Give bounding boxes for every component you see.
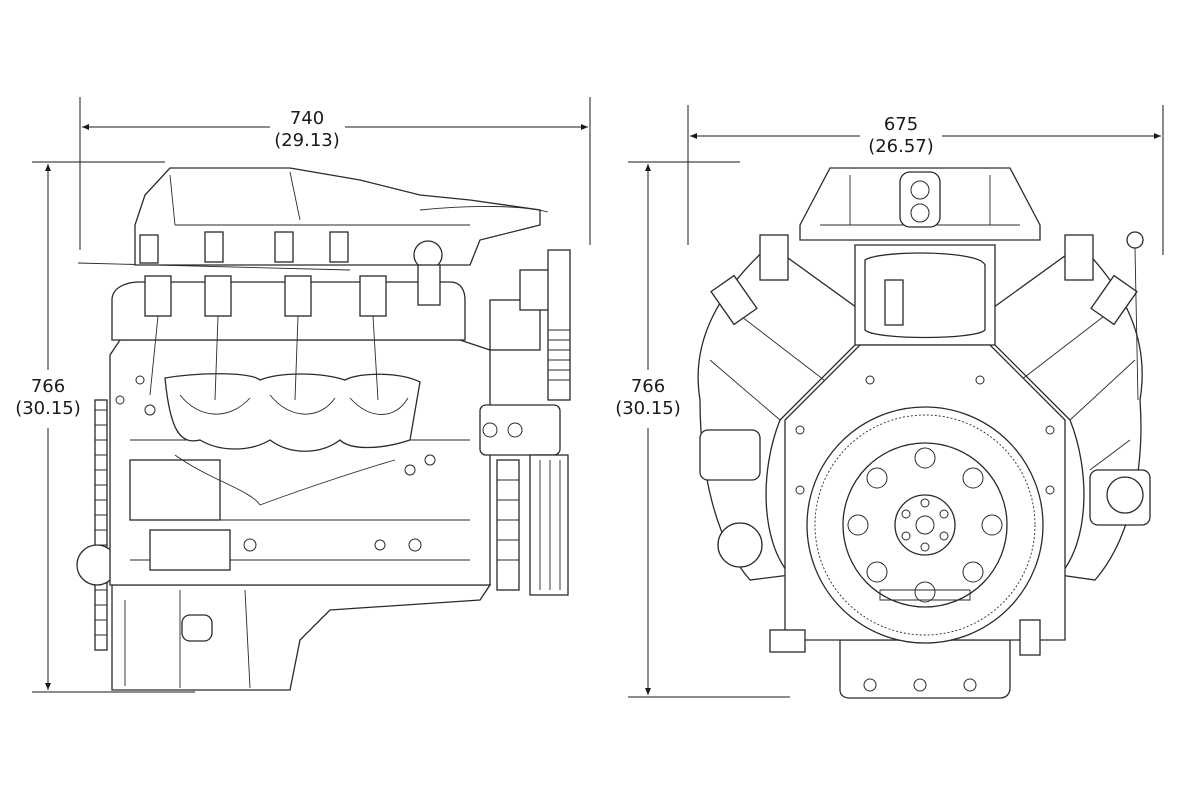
coil-pack bbox=[204, 275, 232, 317]
rear-height-mm: 766 bbox=[631, 376, 665, 397]
alternator-bracket bbox=[519, 269, 551, 311]
fuel-injector bbox=[139, 234, 159, 264]
bolt bbox=[482, 422, 498, 438]
dipstick-rear bbox=[1134, 247, 1139, 401]
crank-bolt bbox=[939, 531, 949, 541]
balancer-grooves bbox=[497, 479, 519, 561]
engine-rear-view bbox=[697, 167, 1151, 699]
bolt bbox=[963, 678, 977, 692]
bolt bbox=[374, 539, 386, 551]
flywheel-hole bbox=[866, 561, 888, 583]
crank-bolt bbox=[920, 498, 930, 508]
crank-pilot bbox=[915, 515, 935, 535]
coil-pack-rear bbox=[710, 274, 758, 326]
port-hole bbox=[910, 203, 930, 223]
crank-bolt bbox=[939, 509, 949, 519]
coil-pack bbox=[359, 275, 387, 317]
flywheel-hole bbox=[962, 467, 984, 489]
bolt bbox=[424, 454, 436, 466]
coil-pack-rear bbox=[1090, 274, 1138, 326]
side-height-in: (30.15) bbox=[15, 398, 81, 419]
fuel-injector bbox=[329, 231, 349, 263]
vacuum-line bbox=[419, 206, 549, 213]
flywheel-hole bbox=[914, 447, 936, 469]
starter-motor bbox=[129, 459, 221, 521]
rear-cover-plate bbox=[864, 252, 986, 339]
spark-plug-wires bbox=[149, 315, 379, 401]
bolt bbox=[913, 678, 927, 692]
coil-pack bbox=[284, 275, 312, 317]
flywheel-hole bbox=[866, 467, 888, 489]
front-pulley-upper bbox=[547, 249, 571, 401]
bolt bbox=[975, 375, 985, 385]
pulley-grooves-upper bbox=[548, 329, 570, 381]
rear-side-sensor bbox=[1019, 619, 1041, 656]
left-exhaust-outlet bbox=[699, 429, 761, 481]
bolt bbox=[135, 375, 145, 385]
bolt bbox=[408, 538, 422, 552]
engine-side-view bbox=[76, 167, 571, 691]
intake-manifold bbox=[134, 167, 541, 266]
rear-height-in: (30.15) bbox=[615, 398, 681, 419]
left-exhaust-flange bbox=[717, 522, 763, 568]
bolt bbox=[115, 395, 125, 405]
oil-pan bbox=[111, 584, 492, 691]
flywheel-slot bbox=[879, 589, 971, 601]
bolt bbox=[507, 422, 523, 438]
oil-filler-neck bbox=[417, 264, 441, 306]
rear-view-dimensions: 675 (26.57) 766 (30.15) bbox=[615, 105, 1164, 698]
coil-pack-rear bbox=[759, 234, 789, 281]
harmonic-balancer bbox=[496, 459, 520, 591]
rear-width-in: (26.57) bbox=[868, 136, 934, 157]
bolt bbox=[795, 485, 805, 495]
fuel-injector bbox=[204, 231, 224, 263]
crank-pulley bbox=[529, 454, 569, 596]
oil-pan-plug bbox=[181, 614, 213, 642]
port-hole bbox=[910, 180, 930, 200]
side-width-mm: 740 bbox=[290, 108, 324, 129]
crank-bolt bbox=[901, 531, 911, 541]
bolt bbox=[243, 538, 257, 552]
flywheel-hole bbox=[914, 581, 936, 603]
flywheel-hole bbox=[962, 561, 984, 583]
exhaust-pipes bbox=[174, 454, 396, 506]
rear-side-bracket bbox=[769, 629, 806, 653]
crank-bolt bbox=[920, 542, 930, 552]
bolt bbox=[1045, 485, 1055, 495]
side-view-dimensions: 740 (29.13) 766 (30.15) bbox=[15, 97, 591, 693]
side-width-in: (29.13) bbox=[274, 130, 340, 151]
fuel-injector bbox=[274, 231, 294, 263]
flywheel-hole bbox=[847, 514, 869, 536]
flywheel-ring-gear bbox=[814, 414, 1036, 636]
manifold-runners bbox=[179, 394, 409, 415]
bolt bbox=[795, 425, 805, 435]
bolt bbox=[1045, 425, 1055, 435]
bolt bbox=[865, 375, 875, 385]
right-exhaust-flange bbox=[1106, 476, 1144, 514]
flywheel-hole bbox=[981, 514, 1003, 536]
coil-pack bbox=[144, 275, 172, 317]
side-bracket bbox=[149, 529, 231, 571]
dipstick-tube bbox=[77, 262, 351, 271]
sensor bbox=[884, 279, 904, 326]
rear-width-mm: 675 bbox=[884, 114, 918, 135]
bolt bbox=[863, 678, 877, 692]
oil-pan-ribs bbox=[124, 589, 251, 689]
dipstick-handle bbox=[1126, 231, 1144, 249]
bolt bbox=[404, 464, 416, 476]
crank-bolt bbox=[901, 509, 911, 519]
left-cylinder-bank bbox=[697, 244, 861, 581]
coil-pack-rear bbox=[1064, 234, 1094, 281]
crank-pulley-grooves bbox=[539, 460, 561, 590]
flywheel-edge bbox=[94, 399, 108, 651]
intake-details bbox=[169, 171, 470, 226]
side-height-mm: 766 bbox=[31, 376, 65, 397]
bolt bbox=[144, 404, 156, 416]
